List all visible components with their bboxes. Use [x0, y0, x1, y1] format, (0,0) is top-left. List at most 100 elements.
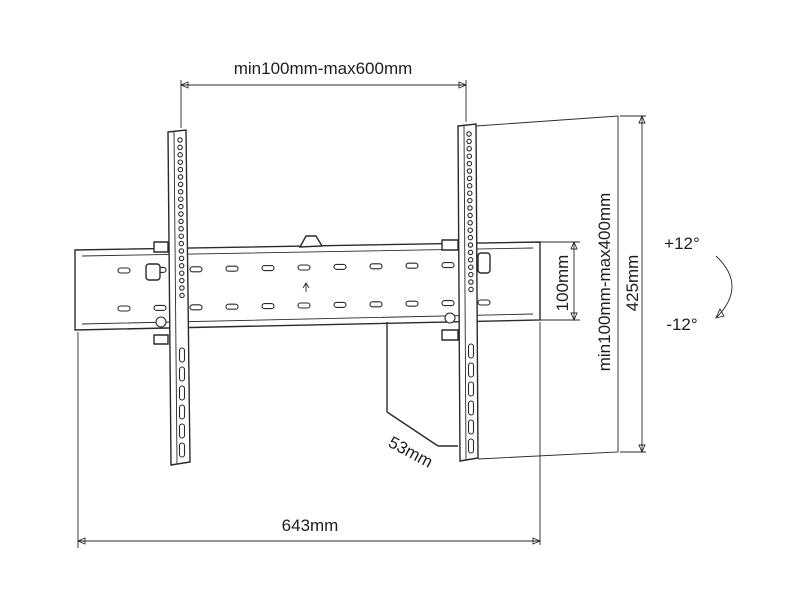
overall-width-dimension: 643mm — [76, 322, 542, 548]
arm-slot — [178, 385, 186, 401]
plate-slot — [333, 301, 347, 308]
plate-slot — [405, 262, 419, 269]
plate-slot — [261, 303, 275, 310]
arm-hole — [466, 160, 473, 167]
arm-slot — [467, 343, 475, 359]
arm-hole — [466, 146, 472, 152]
arm-hole — [178, 248, 185, 254]
right-knob — [477, 252, 491, 274]
bracket-height-label: 425mm — [623, 255, 642, 312]
arm-hole — [467, 227, 473, 233]
arm-hole — [178, 226, 184, 232]
left-latch-icon — [155, 316, 167, 328]
arm-slot — [178, 404, 186, 420]
plate-slot — [117, 305, 131, 312]
arm-hole — [466, 153, 473, 159]
plate-slot — [441, 262, 455, 269]
arm-slot — [467, 362, 475, 378]
arm-hole — [466, 168, 473, 174]
right-latch-icon — [444, 312, 456, 324]
arm-hole — [178, 211, 184, 217]
arm-hole — [467, 205, 473, 211]
plate-slot — [297, 264, 311, 271]
arm-hole — [467, 212, 473, 219]
arm-hole — [178, 203, 184, 210]
bracket-height-dimension: 425mm — [620, 114, 646, 454]
plate-height-label: 100mm — [553, 255, 572, 312]
plate-slot — [117, 267, 131, 274]
arm-hole — [466, 138, 472, 145]
right-arm — [441, 123, 491, 462]
left-arm-holes — [177, 137, 186, 458]
arm-hole — [178, 255, 185, 262]
arm-hole — [177, 174, 184, 180]
depth-label: 53mm — [385, 433, 436, 472]
arm-slot — [467, 381, 475, 397]
arm-slot — [467, 438, 475, 454]
arm-hole — [178, 196, 184, 202]
arm-hole — [178, 233, 184, 239]
plate-slot — [261, 265, 275, 272]
arm-hole — [178, 240, 185, 247]
arm-slot — [178, 366, 186, 382]
vesa-width-label: min100mm-max600mm — [234, 59, 413, 78]
arm-hole — [178, 270, 185, 276]
left-knob — [145, 263, 161, 281]
plate-slot — [441, 300, 455, 307]
tilt-up-label: +12° — [664, 234, 700, 253]
arm-hole — [466, 175, 473, 182]
arm-hole — [177, 189, 184, 195]
plate-slot — [153, 304, 167, 311]
center-arrow-icon — [302, 282, 310, 292]
plate-height-dimension: 100mm — [540, 240, 580, 322]
plate-slot — [189, 266, 203, 273]
arm-hole — [179, 277, 185, 284]
arm-slot — [178, 442, 186, 458]
plate-slot — [225, 303, 239, 310]
vesa-height-label: min100mm-max400mm — [595, 193, 614, 372]
arm-hole — [466, 131, 472, 137]
arm-hole — [177, 166, 184, 173]
plate-slot — [333, 263, 347, 270]
arm-hole — [467, 242, 474, 248]
arm-hole — [177, 144, 183, 151]
arm-hole — [468, 286, 474, 293]
arm-hole — [179, 285, 185, 291]
vesa-width-dimension: min100mm-max600mm — [179, 59, 468, 128]
tilt-down-label: -12° — [666, 315, 697, 334]
right-arm-holes — [466, 131, 475, 454]
arm-hole — [468, 279, 474, 285]
arm-hole — [467, 190, 473, 196]
arm-slot — [467, 400, 475, 416]
arm-hole — [467, 197, 473, 204]
plate-slot — [369, 263, 383, 270]
plate-slot — [405, 300, 419, 307]
arm-slot — [178, 347, 186, 363]
arm-hole — [467, 234, 474, 241]
arm-hole — [177, 181, 184, 188]
arm-slot — [467, 419, 475, 435]
arm-hole — [468, 271, 474, 278]
arm-hole — [466, 183, 473, 189]
arm-hole — [467, 249, 474, 256]
depth-rail-line — [386, 322, 458, 447]
left-arm — [145, 129, 191, 466]
plate-slot — [477, 299, 491, 306]
plate-slot — [189, 304, 203, 311]
tilt-indicator: +12° -12° — [664, 234, 733, 334]
plate-slot — [225, 265, 239, 272]
arm-hole — [178, 218, 184, 225]
arm-hole — [177, 159, 184, 165]
arm-hole — [177, 137, 183, 143]
plate-slot — [297, 302, 311, 309]
overall-width-label: 643mm — [282, 516, 339, 535]
arm-hole — [177, 152, 183, 158]
arm-hole — [467, 264, 474, 270]
top-hook — [298, 235, 324, 248]
arm-hole — [178, 263, 185, 269]
vesa-height-dimension: min100mm-max400mm — [475, 115, 619, 460]
arm-hole — [179, 292, 185, 299]
arm-slot — [178, 423, 186, 439]
